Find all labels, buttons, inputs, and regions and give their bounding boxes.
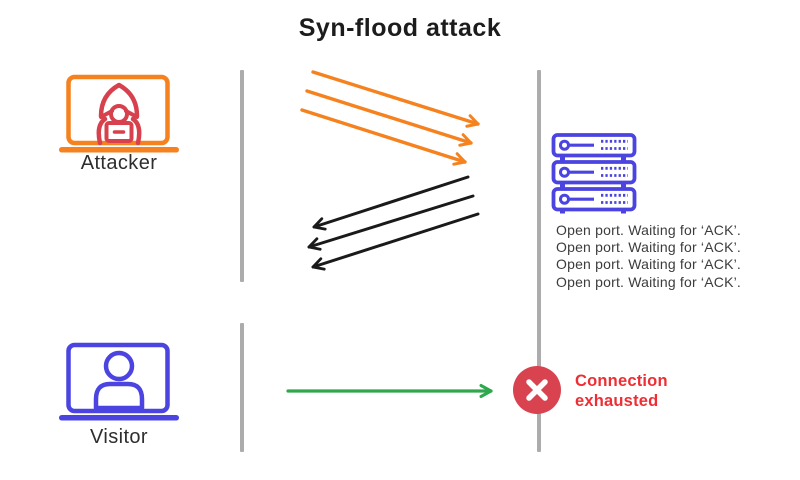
hacker-figure [96,82,142,146]
server-message: Open port. Waiting for ‘ACK’. [556,239,742,256]
user-figure [93,350,145,411]
timeline-visitor-lower [240,323,244,452]
syn-arrow [305,89,473,147]
syn-arrow [300,108,467,166]
server-unit [551,160,637,185]
hacker-laptop-icon [59,74,179,153]
server-units [551,133,637,212]
laptop-base [59,415,179,421]
attacker-label: Attacker [80,152,158,174]
laptop-screen [66,342,170,414]
syn-arrow [311,70,480,128]
server-rack-icon [551,133,637,214]
server-messages: Open port. Waiting for ‘ACK’. Open port.… [556,222,741,291]
server-feet [560,155,626,214]
syn-ack-arrow [307,194,475,251]
x-glyph [526,379,548,401]
connection-exhausted-label: Connection exhausted [575,372,668,410]
timeline-attacker-upper [240,70,244,282]
server-message: Open port. Waiting for ‘ACK’. [556,222,742,238]
syn-arrows [300,70,480,166]
timeline-server [537,70,541,452]
server-message: Open port. Waiting for ‘ACK’. [556,273,742,290]
syn-ack-arrow [312,175,470,231]
user-laptop-icon [59,342,179,421]
syn-ack-arrows [307,175,480,271]
laptop-base [59,147,179,153]
x-circle-icon [513,366,561,414]
server-unit [551,187,637,212]
syn-ack-arrow [311,212,480,271]
diagram-title: Syn-flood attack [298,14,502,42]
server-unit [551,133,637,158]
visitor-label: Visitor [89,426,148,448]
server-message: Open port. Waiting for ‘ACK’. [556,256,742,273]
